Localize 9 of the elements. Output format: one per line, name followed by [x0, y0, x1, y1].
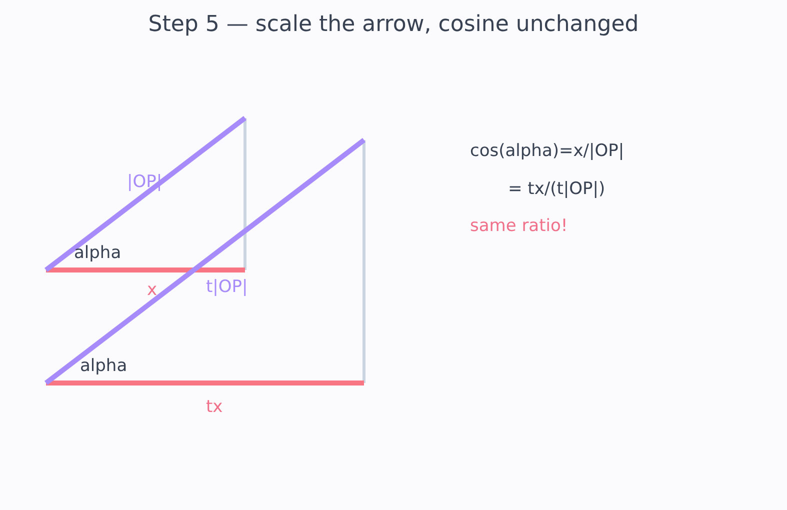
length-label: t|OP|	[206, 277, 248, 297]
angle-label: alpha	[80, 356, 128, 376]
angle-label: alpha	[74, 243, 122, 263]
length-label: tx	[206, 397, 223, 417]
note-text: same ratio!	[470, 216, 568, 236]
formula-text: cos(alpha)=x/|OP|	[470, 141, 624, 161]
title: Step 5 — scale the arrow, cosine unchanged	[147, 12, 640, 37]
formula-text: = tx/(t|OP|)	[508, 179, 606, 199]
length-label: x	[147, 280, 158, 300]
